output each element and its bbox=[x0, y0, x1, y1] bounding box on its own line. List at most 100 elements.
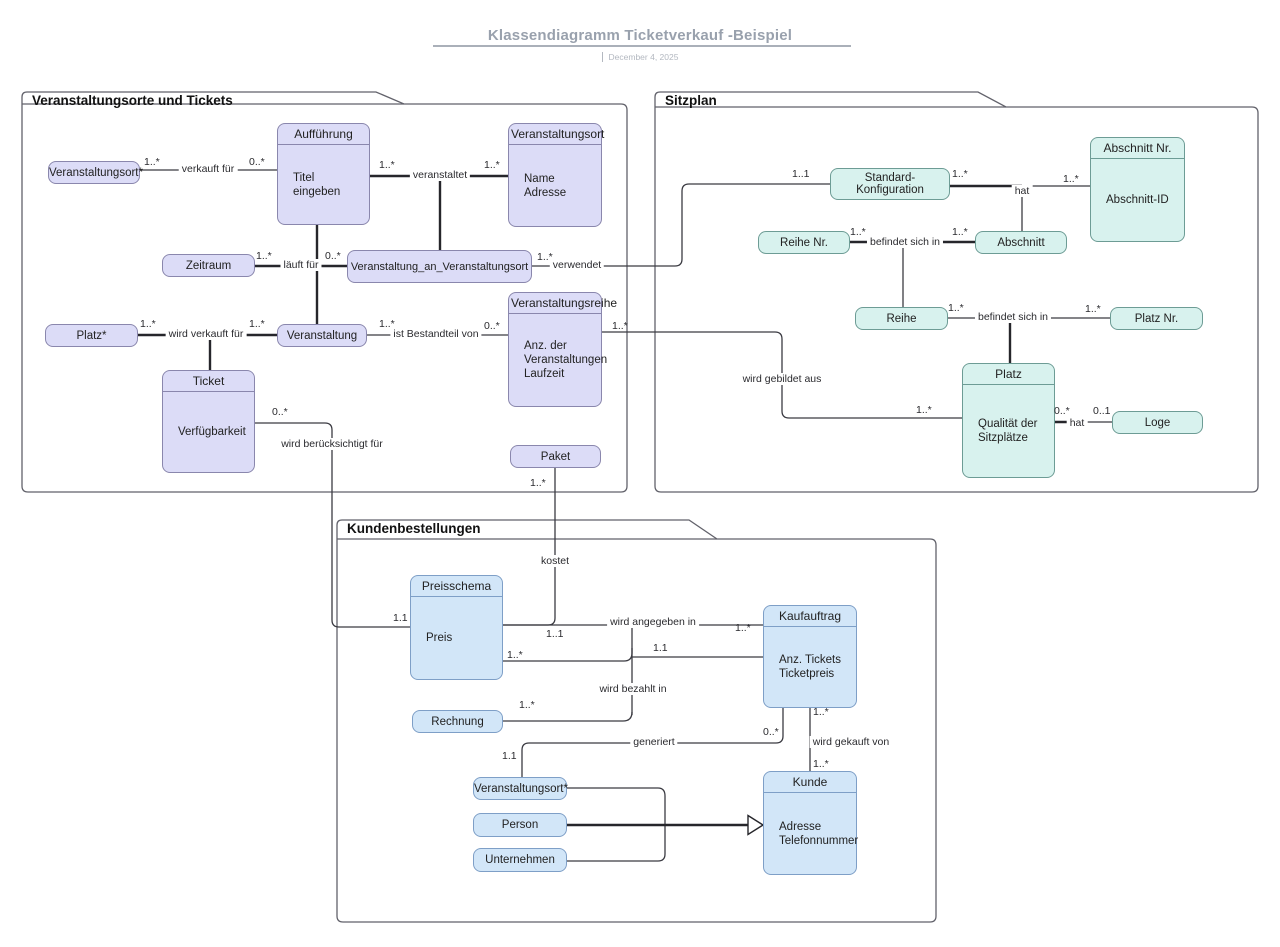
edge-label: verwendet bbox=[549, 259, 605, 271]
class-attr: Abschnitt-ID bbox=[1106, 194, 1169, 206]
multiplicity: 1.1 bbox=[393, 612, 408, 624]
class-veranstaltungsreihe[interactable]: Veranstaltungsreihe Anz. der Veranstaltu… bbox=[508, 292, 617, 407]
class-kaufauftrag[interactable]: Kaufauftrag Anz. Tickets Ticketpreis bbox=[763, 605, 857, 708]
class-title: Abschnitt bbox=[997, 236, 1045, 249]
title-underline bbox=[433, 45, 851, 47]
class-title: Unternehmen bbox=[485, 854, 555, 866]
class-platz-star[interactable]: Platz* bbox=[45, 324, 138, 347]
class-attrs: Titel eingeben bbox=[278, 145, 369, 224]
class-paket[interactable]: Paket bbox=[510, 445, 601, 468]
class-title: Paket bbox=[540, 450, 571, 463]
multiplicity: 1..* bbox=[507, 649, 523, 661]
edge-label: verkauft für bbox=[178, 163, 238, 175]
class-attrs: Anz. der Veranstaltungen Laufzeit bbox=[509, 314, 608, 406]
multiplicity: 1..* bbox=[530, 477, 546, 489]
edge-label: wird gekauft von bbox=[809, 736, 893, 748]
edge-wird-beruecksichtigt-fuer bbox=[255, 422, 410, 628]
class-auffuehrung[interactable]: Aufführung Titel eingeben bbox=[277, 123, 370, 225]
multiplicity: 1..* bbox=[916, 404, 932, 416]
multiplicity: 0..* bbox=[1054, 405, 1070, 417]
class-person[interactable]: Person bbox=[473, 813, 567, 837]
class-title: Aufführung bbox=[278, 124, 369, 145]
class-attr: Telefonnummer bbox=[779, 834, 859, 847]
class-veranstaltung[interactable]: Veranstaltung bbox=[277, 324, 367, 347]
class-reihe-nr[interactable]: Reihe Nr. bbox=[758, 231, 850, 254]
class-standard-konfiguration[interactable]: Standard-Konfiguration bbox=[830, 168, 950, 200]
class-veranstaltungsort-star-2[interactable]: Veranstaltungsort* bbox=[473, 777, 568, 800]
multiplicity: 1..* bbox=[144, 156, 160, 168]
multiplicity: 0..* bbox=[484, 320, 500, 332]
package-outline-kundenbestellungen bbox=[336, 519, 937, 923]
multiplicity: 1..* bbox=[850, 226, 866, 238]
edge-verwendet bbox=[532, 183, 830, 267]
class-preisschema[interactable]: Preisschema Preis bbox=[410, 575, 503, 680]
class-attr: Adresse bbox=[779, 820, 822, 833]
multiplicity: 1..* bbox=[140, 318, 156, 330]
edge-label: wird gebildet aus bbox=[739, 373, 825, 385]
edge-preis-branch bbox=[503, 648, 633, 662]
class-title: Loge bbox=[1144, 416, 1171, 429]
class-abschnitt[interactable]: Abschnitt bbox=[975, 231, 1067, 254]
class-attrs: Anz. Tickets Ticketpreis bbox=[764, 627, 856, 707]
multiplicity: 1..* bbox=[256, 250, 272, 262]
edge-label: hat bbox=[1066, 417, 1088, 429]
class-attrs: Abschnitt-ID bbox=[1091, 159, 1184, 241]
class-ticket[interactable]: Ticket Verfügbarkeit bbox=[162, 370, 255, 473]
multiplicity: 0..* bbox=[272, 406, 288, 418]
class-attr: Laufzeit bbox=[524, 368, 565, 380]
inheritance-arrow bbox=[747, 814, 765, 836]
class-attr: Adresse bbox=[524, 186, 567, 199]
class-rechnung[interactable]: Rechnung bbox=[412, 710, 503, 733]
class-loge[interactable]: Loge bbox=[1112, 411, 1203, 434]
class-veranstaltungsort[interactable]: Veranstaltungsort Name Adresse bbox=[508, 123, 604, 227]
multiplicity: 1.1 bbox=[653, 642, 668, 654]
class-title: Standard-Konfiguration bbox=[856, 172, 924, 196]
multiplicity: 1..1 bbox=[546, 628, 564, 640]
multiplicity: 1..* bbox=[519, 699, 535, 711]
class-title: Reihe bbox=[886, 312, 917, 325]
class-title: Platz Nr. bbox=[1134, 312, 1179, 325]
class-attr: Ticketpreis bbox=[779, 668, 835, 680]
class-veranstaltung-an-veranstaltungsort[interactable]: Veranstaltung_an_Veranstaltungsort bbox=[347, 250, 532, 283]
class-attr: Sitzplätze bbox=[978, 432, 1028, 444]
class-platz-nr[interactable]: Platz Nr. bbox=[1110, 307, 1203, 330]
multiplicity: 0..* bbox=[249, 156, 265, 168]
class-reihe[interactable]: Reihe bbox=[855, 307, 948, 330]
class-attr: Veranstaltungen bbox=[524, 354, 608, 366]
multiplicity: 1..* bbox=[735, 622, 751, 634]
multiplicity: 1..* bbox=[484, 159, 500, 171]
class-attr: Verfügbarkeit bbox=[178, 426, 246, 438]
class-kunde[interactable]: Kunde Adresse Telefonnummer bbox=[763, 771, 859, 875]
class-platz[interactable]: Platz Qualität der Sitzplätze bbox=[962, 363, 1055, 478]
class-title: Veranstaltung_an_Veranstaltungsort bbox=[350, 260, 529, 273]
class-unternehmen[interactable]: Unternehmen bbox=[473, 848, 567, 872]
multiplicity: 1..* bbox=[813, 706, 829, 718]
package-title-kundenbestellungen: Kundenbestellungen bbox=[347, 521, 481, 536]
multiplicity: 0..1 bbox=[1093, 405, 1111, 417]
class-title: Preisschema bbox=[411, 576, 502, 597]
multiplicity: 1..* bbox=[249, 318, 265, 330]
class-title: Ticket bbox=[163, 371, 254, 392]
class-title: Platz* bbox=[76, 329, 107, 342]
page-date: December 4, 2025 bbox=[0, 52, 1280, 62]
class-zeitraum[interactable]: Zeitraum bbox=[162, 254, 255, 277]
page-title: Klassendiagramm Ticketverkauf -Beispiel bbox=[487, 27, 793, 44]
class-title: Person bbox=[501, 819, 539, 831]
class-veranstaltungsort-star[interactable]: Veranstaltungsort* bbox=[48, 161, 143, 184]
class-attr: Anz. Tickets bbox=[779, 654, 841, 666]
class-title: Reihe Nr. bbox=[780, 236, 828, 249]
multiplicity: 1..* bbox=[952, 168, 968, 180]
edge-label: kostet bbox=[537, 555, 573, 567]
multiplicity: 1..* bbox=[1063, 173, 1079, 185]
package-outline-veranstaltungsorte bbox=[21, 91, 628, 493]
class-attrs: Adresse Telefonnummer bbox=[764, 793, 859, 874]
class-abschnitt-nr[interactable]: Abschnitt Nr. Abschnitt-ID bbox=[1090, 137, 1185, 242]
multiplicity: 1..* bbox=[379, 159, 395, 171]
class-attr: Qualität der bbox=[978, 418, 1038, 430]
class-attr: eingeben bbox=[293, 185, 341, 198]
edge-label: veranstaltet bbox=[409, 169, 471, 181]
class-title: Zeitraum bbox=[185, 259, 232, 272]
package-title-veranstaltungsorte: Veranstaltungsorte und Tickets bbox=[32, 93, 233, 108]
